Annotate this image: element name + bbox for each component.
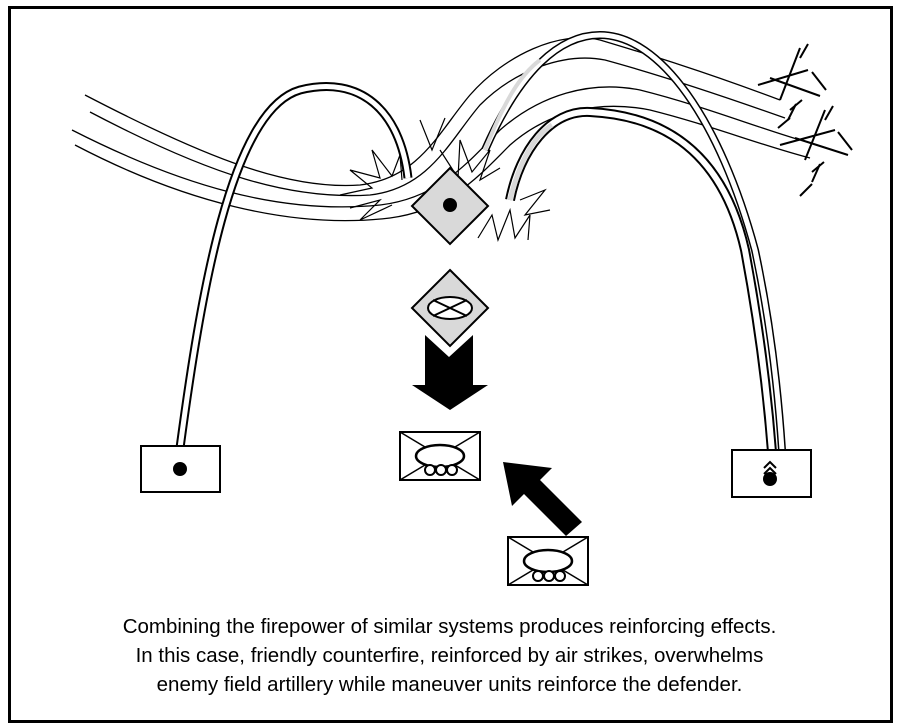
enemy-counterfire-arc: [481, 30, 786, 453]
enemy-artillery-target-symbol: [410, 166, 490, 246]
reinforcing-mechanized-unit: [507, 536, 589, 586]
caption-line-2: In this case, friendly counterfire, rein…: [135, 644, 764, 667]
caption-line-1: Combining the firepower of similar syste…: [122, 615, 777, 638]
enemy-armor-symbol: [410, 268, 490, 348]
left-artillery-fire-arc: [175, 82, 413, 449]
caption-line-3: enemy field artillery while maneuver uni…: [156, 673, 743, 696]
aircraft-icon: [757, 43, 827, 129]
aircraft-icon: [779, 105, 853, 197]
friendly-artillery-unit-right: [731, 449, 812, 498]
friendly-artillery-unit-left: [140, 445, 221, 493]
figure-caption: Combining the firepower of similar syste…: [0, 612, 899, 699]
down-arrow-icon: [412, 335, 488, 410]
defender-mechanized-unit: [399, 431, 481, 481]
explosion-icon: [339, 117, 551, 242]
reinforce-arrow-icon: [503, 462, 582, 536]
